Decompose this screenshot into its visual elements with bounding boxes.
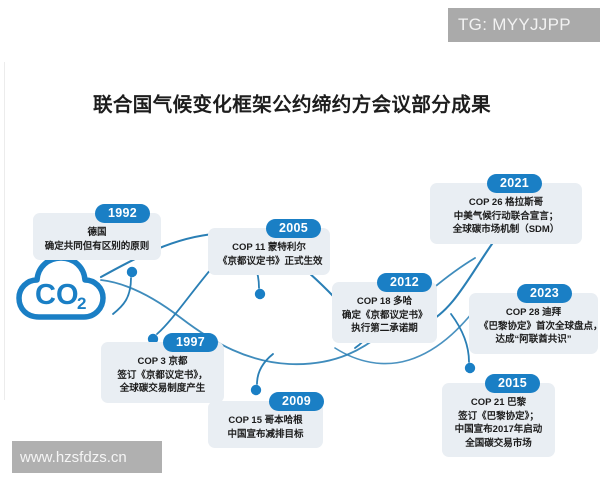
node-line: COP 11 蒙特利尔	[232, 242, 306, 253]
node-body-2015: COP 21 巴黎 签订《巴黎协定》； 中国宣布2017年启动 全国碳交易市场	[442, 383, 555, 457]
node-body-1997: COP 3 京都 签订《京都议定书》， 全球碳交易制度产生	[101, 342, 224, 403]
co2-subscript: 2	[77, 294, 86, 313]
node-dot-2005	[254, 288, 266, 300]
node-line: 达成“阿联酋共识”	[495, 334, 572, 345]
node-dot-1997	[147, 333, 159, 345]
year-badge-2021: 2021	[487, 174, 543, 193]
node-line: COP 3 京都	[137, 356, 188, 367]
node-line: 中国宣布2017年启动	[454, 424, 543, 435]
node-line: 签订《巴黎协定》；	[458, 410, 539, 422]
node-line: 全国碳交易市场	[465, 437, 532, 449]
tertiary-flow-curve	[334, 293, 488, 365]
year-badge-2023: 2023	[517, 284, 573, 303]
node-dot-2009	[250, 384, 262, 396]
stem-2015	[450, 313, 470, 363]
node-line: COP 18 多哈	[356, 296, 413, 307]
node-body-2021: COP 26 格拉斯哥 中美气候行动联合宣言； 全球碳市场机制（SDM）	[430, 183, 582, 244]
node-line: COP 28 迪拜	[505, 307, 562, 318]
infographic-card: 联合国气候变化框架公约缔约方会议部分成果	[4, 62, 600, 457]
page-title: 联合国气候变化框架公约缔约方会议部分成果	[93, 94, 492, 116]
node-line: 执行第二承诺期	[351, 323, 418, 334]
site-watermark: www.hzsfdzs.cn	[12, 441, 162, 473]
node-line: 确定共同但有区别的原则	[44, 240, 150, 252]
year-badge-1997: 1997	[163, 333, 219, 352]
node-line: 德国	[87, 227, 107, 238]
co2-label: CO	[35, 279, 79, 311]
year-badge-2005: 2005	[266, 219, 322, 238]
stem-2009	[256, 353, 274, 385]
node-body-2012: COP 18 多哈 确定《京都议定书》 执行第二承诺期	[332, 282, 437, 343]
node-dot-1992	[126, 266, 138, 278]
node-body-2023: COP 28 迪拜 《巴黎协定》首次全球盘点， 达成“阿联酋共识”	[469, 293, 600, 354]
node-line: 中美气候行动联合宣言；	[453, 210, 559, 222]
node-line: COP 26 格拉斯哥	[468, 197, 544, 208]
node-line: 中国宣布减排目标	[227, 428, 304, 440]
node-line: COP 21 巴黎	[470, 397, 527, 408]
node-line: 确定《京都议定书》	[342, 309, 428, 321]
year-badge-2012: 2012	[377, 273, 433, 292]
year-badge-2009: 2009	[269, 392, 325, 411]
node-line: COP 15 哥本哈根	[228, 415, 303, 426]
node-line: 全球碳交易制度产生	[119, 383, 206, 394]
node-line: 签订《京都议定书》，	[117, 369, 208, 381]
node-line: 全球碳市场机制（SDM）	[452, 224, 560, 235]
node-line: 《京都议定书》正式生效	[218, 255, 323, 267]
stem-1992	[112, 277, 132, 315]
year-badge-1992: 1992	[95, 204, 151, 223]
node-dot-2015	[464, 362, 476, 374]
node-line: 《巴黎协定》首次全球盘点，	[479, 320, 600, 332]
telegram-watermark-text: TG: MYYJJPP	[458, 15, 571, 34]
year-badge-2015: 2015	[485, 374, 541, 393]
telegram-watermark-banner: TG: MYYJJPP	[448, 8, 600, 42]
site-watermark-text: www.hzsfdzs.cn	[20, 448, 127, 466]
